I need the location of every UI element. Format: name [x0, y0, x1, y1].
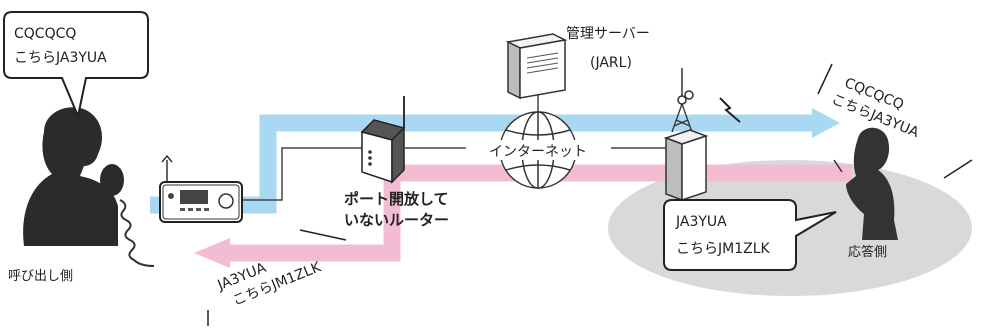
transceiver-radio: [159, 154, 243, 223]
microphone-cord: [119, 199, 155, 267]
network-label-bg: [466, 140, 611, 160]
caller-label: 呼び出し側: [8, 269, 73, 284]
caller-silhouette: [23, 107, 119, 246]
responder-silhouette: [846, 127, 898, 240]
caller-mic-hand: [100, 164, 124, 196]
server-label: 管理サーバー: [566, 26, 650, 42]
caller-speech-line-1: CQCQCQ: [14, 26, 76, 42]
responder-speech-bubble: [663, 199, 837, 271]
router-caption-line-2: いないルーター: [344, 211, 449, 229]
responder-radio-antenna: [833, 159, 843, 173]
caller-speech-bubble: [3, 11, 149, 120]
return-signal-path: [194, 164, 852, 268]
router-icon: [360, 96, 406, 184]
router-caption-line-1: ポート開放して: [344, 190, 449, 208]
responder-label: 応答側: [848, 244, 887, 260]
responder-speech-line-1: JA3YUA: [675, 214, 727, 230]
server-sublabel: (JARL): [590, 55, 632, 71]
network-label: インターネット: [489, 144, 587, 160]
management-server: [505, 33, 568, 100]
radio-wave-icon: [719, 97, 741, 123]
caller-speech-line-2: こちらJA3YUA: [14, 50, 107, 66]
relay-tower: [663, 68, 709, 202]
responder-speech-line-2: こちらJM1ZLK: [676, 241, 771, 257]
outgoing-message: CQCQCQ こちらJA3YUA: [817, 63, 973, 179]
